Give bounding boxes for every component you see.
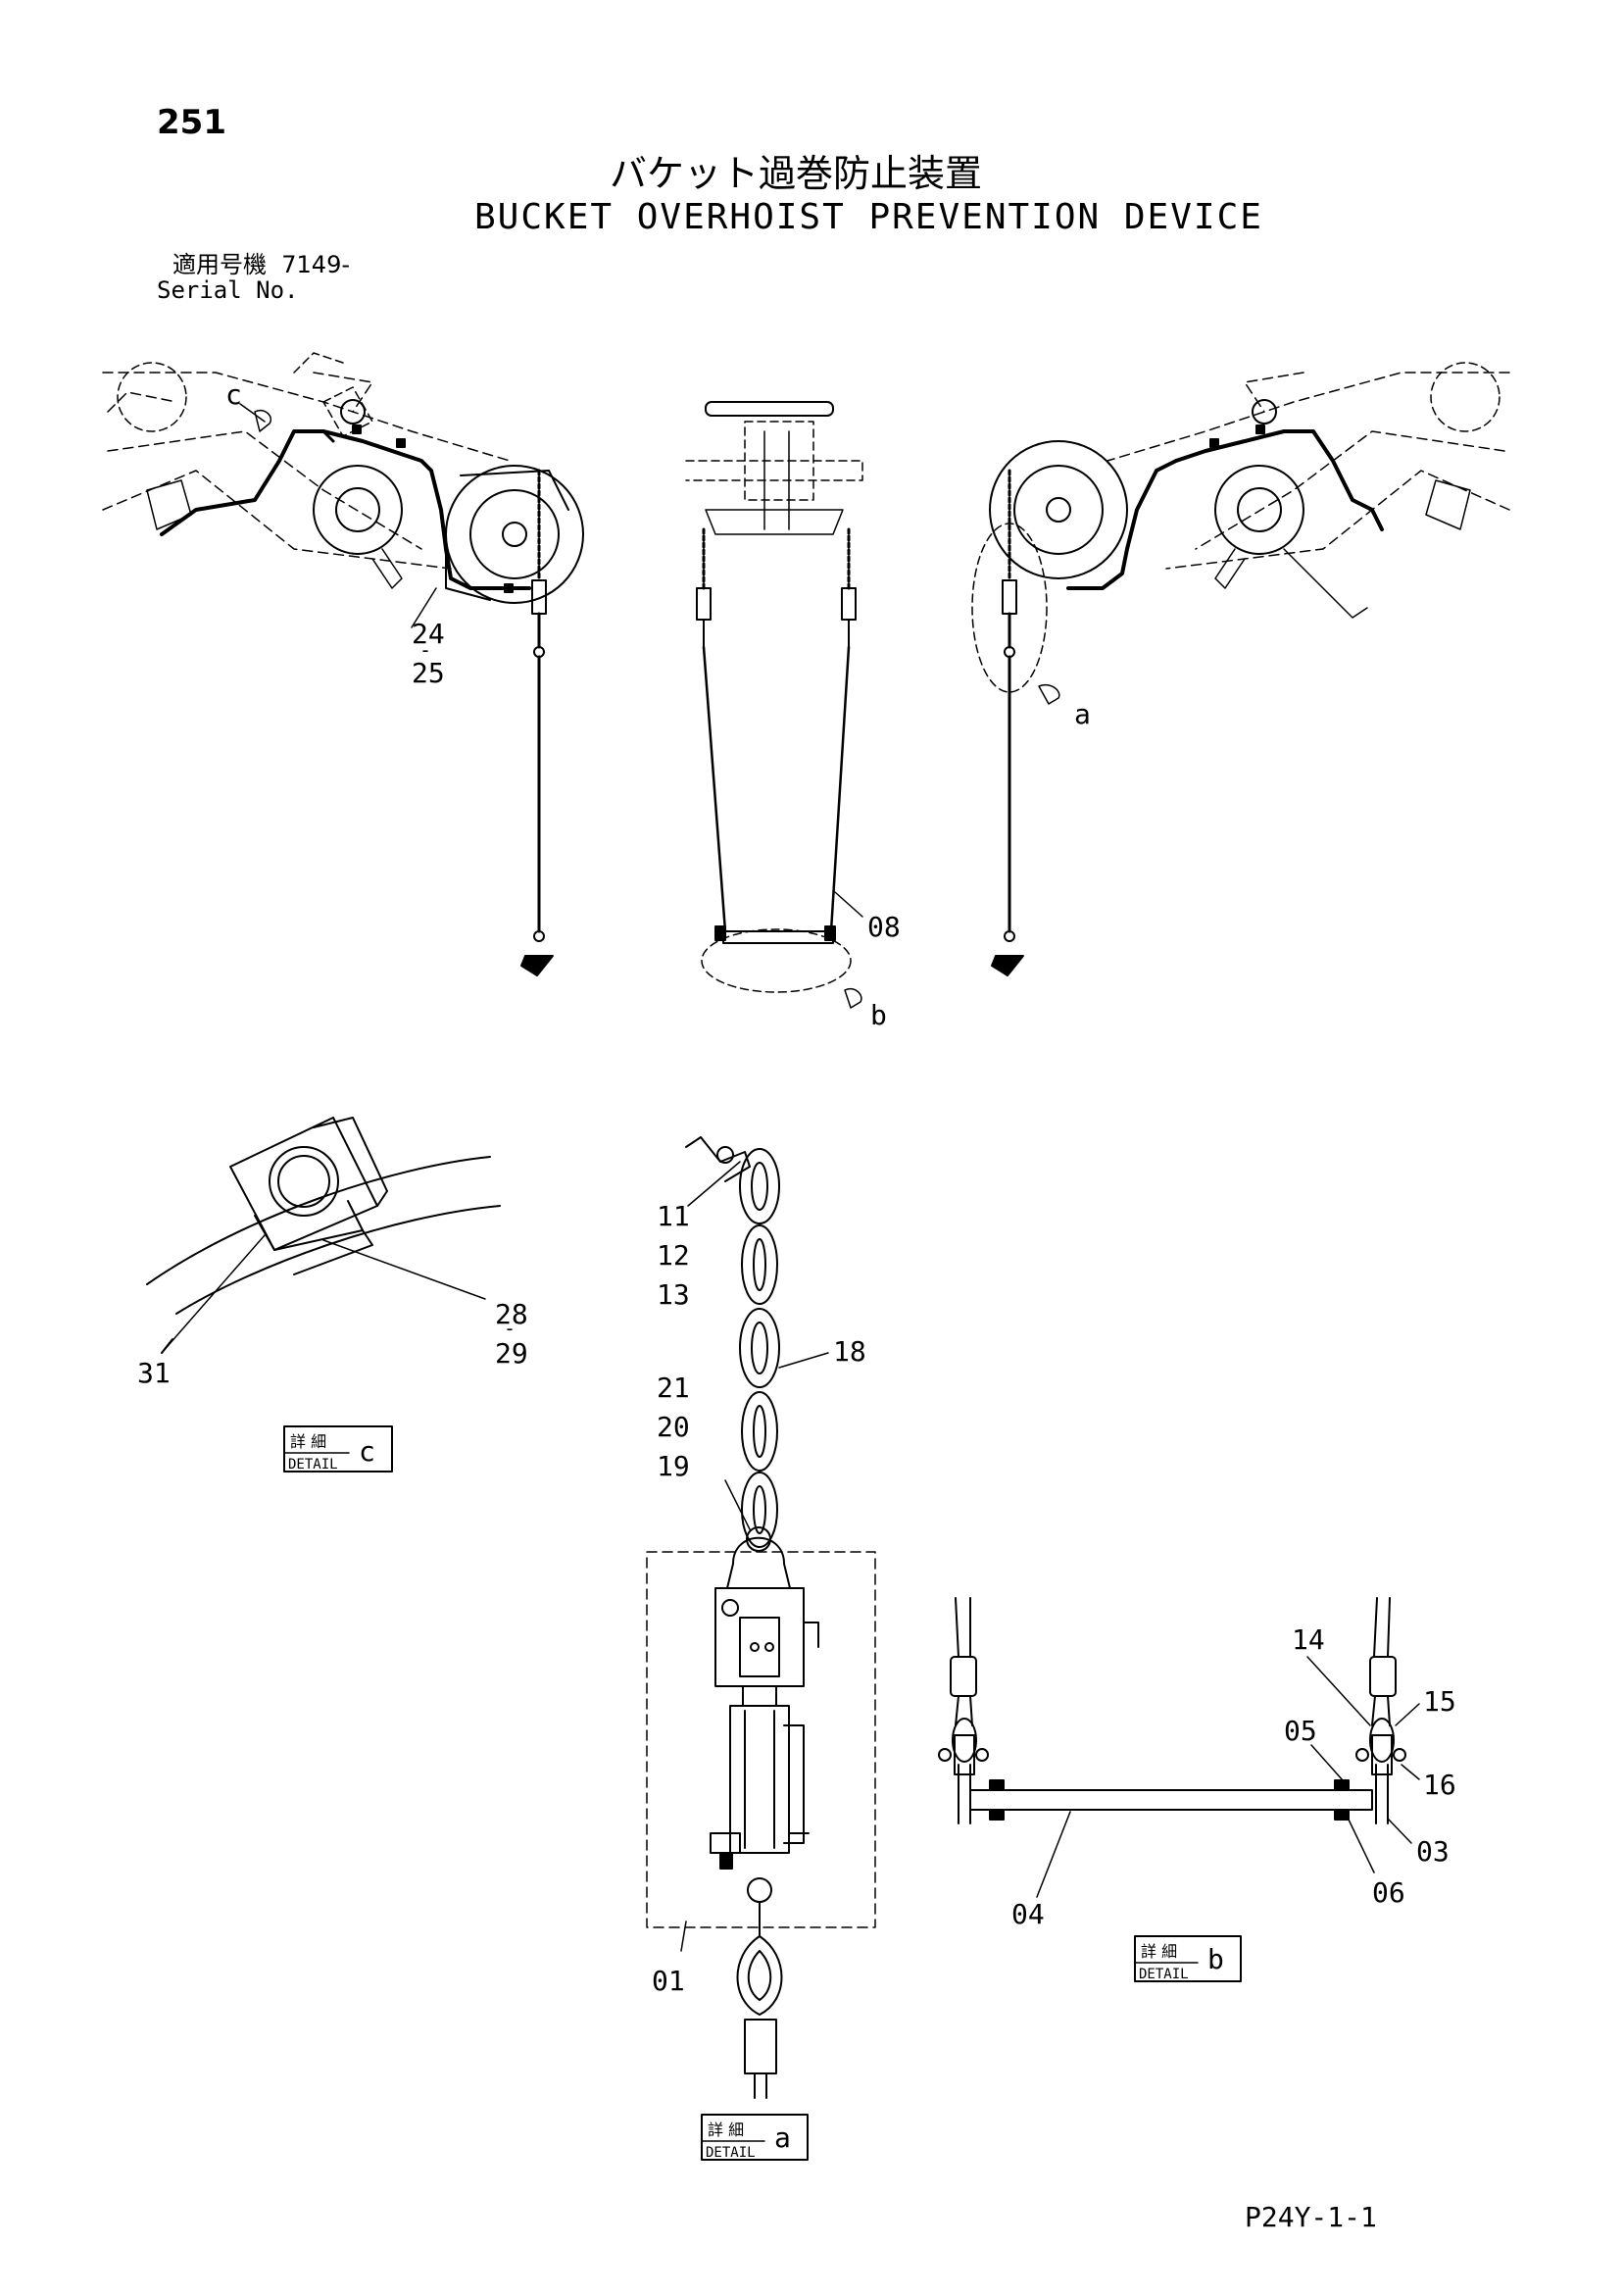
part-callouts: c 24 - 25 08 b a 11 12 13 18 21 20 19 01… [137, 378, 1456, 1997]
detail-c-en: DETAIL [288, 1457, 338, 1472]
callout-19: 19 [657, 1450, 690, 1482]
callout-24: 24 [412, 618, 445, 650]
front-view-hoist [685, 401, 863, 1009]
callout-01: 01 [652, 1965, 685, 1997]
callout-b: b [870, 999, 887, 1031]
serial-label-english: Serial No. [157, 276, 299, 304]
callout-dash-24: - [419, 638, 431, 662]
detail-a-en: DETAIL [706, 2145, 756, 2161]
callout-28: 28 [495, 1298, 528, 1330]
callout-21: 21 [657, 1372, 690, 1404]
callout-31: 31 [137, 1357, 171, 1389]
callout-08: 08 [867, 911, 901, 943]
detail-label-b: 詳 細 DETAIL b [1134, 1935, 1242, 1982]
detail-c-jp: 詳 細 [290, 1432, 326, 1451]
detail-a-letter: a [774, 2121, 791, 2154]
detail-a-drawing [646, 1136, 876, 2099]
callout-dash-28: - [504, 1317, 516, 1340]
detail-b-en: DETAIL [1139, 1967, 1189, 1982]
drawing-code: P24Y-1-1 [1245, 2201, 1377, 2233]
callout-18: 18 [833, 1335, 866, 1368]
serial-label-japanese: 適用号機 7149- [172, 253, 350, 276]
callout-15: 15 [1423, 1685, 1456, 1718]
detail-label-a: 詳 細 DETAIL a [701, 2114, 809, 2161]
detail-b-letter: b [1207, 1943, 1224, 1975]
callout-11: 11 [657, 1200, 690, 1232]
serial-value: 7149- [281, 251, 351, 278]
callout-a: a [1074, 698, 1091, 730]
detail-c-drawing [146, 1117, 501, 1354]
callout-20: 20 [657, 1411, 690, 1443]
page-title-english: BUCKET OVERHOIST PREVENTION DEVICE [474, 197, 1263, 237]
page-number: 251 [157, 103, 226, 142]
callout-16: 16 [1423, 1769, 1456, 1801]
callout-c: c [225, 378, 242, 411]
detail-label-c: 詳 細 DETAIL c [283, 1425, 393, 1472]
detail-a-jp: 詳 細 [708, 2121, 744, 2139]
machine-right-view [971, 362, 1510, 976]
detail-b-drawing [938, 1597, 1420, 1898]
callout-14: 14 [1292, 1623, 1325, 1656]
detail-c-letter: c [359, 1435, 375, 1468]
callout-06: 06 [1372, 1876, 1405, 1909]
callout-25: 25 [412, 657, 445, 689]
callout-12: 12 [657, 1239, 690, 1272]
detail-b-jp: 詳 細 [1141, 1942, 1177, 1961]
callout-04: 04 [1011, 1898, 1045, 1930]
machine-left-view [102, 352, 584, 976]
callout-03: 03 [1416, 1835, 1450, 1868]
callout-29: 29 [495, 1337, 528, 1370]
callout-05: 05 [1284, 1715, 1317, 1747]
callout-13: 13 [657, 1278, 690, 1311]
page-title-japanese: バケット過巻防止装置 [610, 152, 983, 195]
serial-label-jp: 適用号機 [172, 251, 267, 278]
